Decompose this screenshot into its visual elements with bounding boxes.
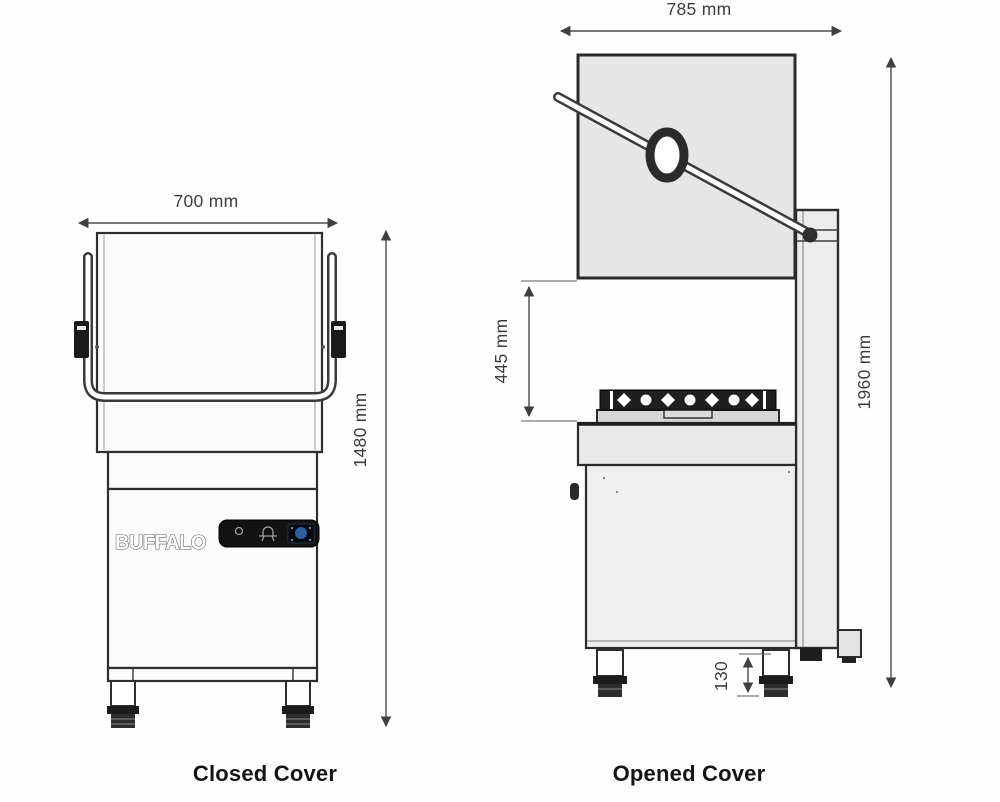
opened-view-caption: Opened Cover — [613, 761, 766, 786]
closed-view-caption: Closed Cover — [193, 761, 337, 786]
dim-width-opened: 785 mm — [559, 0, 843, 37]
machine-mid-band — [106, 450, 319, 491]
hood-lift-handle — [553, 92, 818, 243]
adjustable-foot-left — [107, 680, 139, 728]
opened-cover-view: 785 mm 1960 mm 445 mm — [491, 0, 897, 786]
handle-ring — [645, 127, 689, 183]
opened-foot-right — [759, 649, 793, 697]
rear-column — [794, 208, 840, 650]
wash-chamber-counter — [576, 421, 798, 467]
dim-foot-height: 130 — [711, 653, 771, 697]
control-panel — [218, 519, 320, 548]
door-latch — [570, 483, 579, 500]
closed-cover-view: 700 mm 1480 mm — [74, 191, 392, 786]
column-foot-block — [800, 648, 822, 661]
dim-width-closed-label: 700 mm — [173, 191, 238, 211]
dim-height-closed: 1480 mm — [350, 229, 392, 728]
dish-rack — [596, 389, 780, 424]
buffalo-logo: BUFFALO — [115, 532, 206, 554]
digital-display — [287, 523, 315, 544]
machine-body-opened — [570, 463, 798, 650]
side-service-box — [837, 629, 862, 663]
dim-foot-height-label: 130 — [711, 661, 731, 691]
dim-height-opened-label: 1960 mm — [854, 334, 874, 409]
dim-hood-opening-label: 445 mm — [491, 318, 511, 383]
rack-lattice-pattern — [617, 393, 759, 407]
dim-height-closed-label: 1480 mm — [350, 392, 370, 467]
dim-width-opened-label: 785 mm — [666, 0, 731, 19]
handle-grip-right — [321, 321, 346, 358]
machine-body-closed: BUFFALO — [106, 487, 320, 670]
dim-height-opened: 1960 mm — [854, 56, 897, 689]
opened-foot-left — [593, 649, 627, 697]
machine-hood-closed — [95, 231, 324, 454]
power-icon — [234, 526, 244, 536]
handle-pivot — [802, 227, 818, 243]
hood-handle — [74, 252, 346, 402]
adjustable-foot-right — [282, 680, 314, 728]
dim-width-closed: 700 mm — [77, 191, 339, 229]
hood-cycle-icon — [259, 526, 277, 542]
kick-strip-closed — [106, 666, 319, 683]
dim-hood-opening: 445 mm — [491, 280, 577, 422]
handle-grip-left — [74, 321, 99, 358]
